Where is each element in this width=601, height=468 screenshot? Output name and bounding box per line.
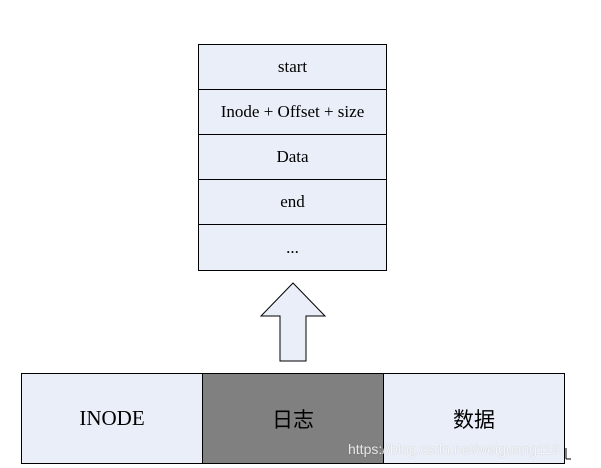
up-arrow-icon bbox=[259, 282, 327, 362]
stack-cell-data: Data bbox=[199, 135, 386, 180]
segment-data: 数据 bbox=[384, 374, 564, 463]
stack-cell-inode-offset-size: Inode + Offset + size bbox=[199, 90, 386, 135]
segment-inode: INODE bbox=[22, 374, 203, 463]
storage-layout-bar: INODE 日志 数据 bbox=[21, 373, 565, 464]
log-record-stack: start Inode + Offset + size Data end ... bbox=[198, 44, 387, 271]
stack-cell-start: start bbox=[199, 45, 386, 90]
watermark: https://blog.csdn.net/weiguang119 bbox=[348, 441, 560, 457]
corner-mark-icon bbox=[565, 448, 571, 460]
stack-cell-end: end bbox=[199, 180, 386, 225]
segment-log: 日志 bbox=[203, 374, 384, 463]
stack-cell-ellipsis: ... bbox=[286, 237, 299, 257]
